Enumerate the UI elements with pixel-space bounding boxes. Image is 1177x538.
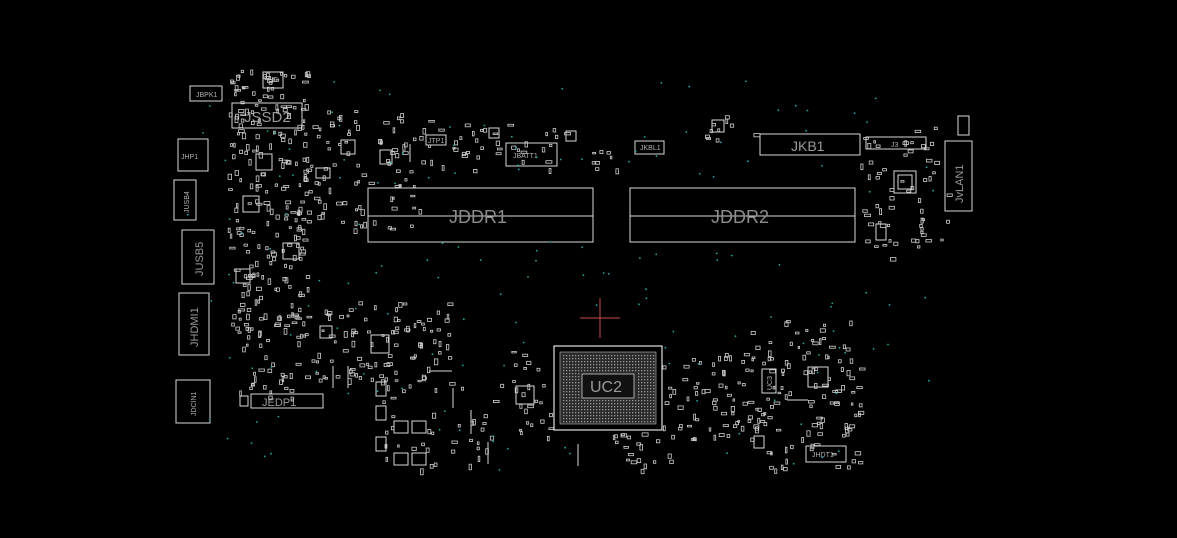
connector-jusb4-label: JUSB4	[184, 191, 191, 213]
connector-jusb5[interactable]: JUSB5	[181, 229, 215, 285]
connector-jvlan1[interactable]: JvLAN1	[944, 140, 973, 212]
chip-uc3[interactable]: UC3	[761, 368, 777, 394]
vias	[186, 80, 934, 471]
connector-jkb1[interactable]: JKB1	[759, 133, 861, 156]
connector-jhdmi1-label: JHDMI1	[189, 307, 201, 347]
connector-jvlan1-label: JvLAN1	[954, 164, 966, 203]
connector-jhdt1[interactable]: JHDT1	[805, 445, 847, 463]
connector-jtp1-label: JTP1	[428, 138, 444, 145]
connector-jusb5-label: JUSB5	[194, 242, 206, 276]
cpu-uc2[interactable]: UC2	[553, 345, 663, 431]
connector-j3[interactable]: J3	[865, 136, 927, 150]
ic-qfn-group	[235, 119, 829, 388]
connector-jbatt1-label: JBATT1	[513, 153, 538, 160]
passive-components	[227, 69, 953, 476]
connector-jbpk1[interactable]: JBPK1	[189, 85, 223, 102]
connector-jhdt1-label: JHDT1	[812, 452, 834, 459]
small-connector-top-right	[957, 115, 970, 136]
long-parts	[332, 144, 808, 466]
memory-slot-jddr2[interactable]: JDDR2	[629, 187, 856, 243]
connector-jedp1[interactable]: JEDP1	[239, 393, 324, 409]
memory-slot-jddr1[interactable]: JDDR1	[367, 187, 594, 243]
connector-jkbl1-label: JKBL1	[640, 145, 661, 152]
cpu-uc2-label: UC2	[590, 379, 622, 396]
connector-jusb4[interactable]: JUSB4	[173, 179, 197, 221]
cpu-crosshair-marker	[580, 298, 620, 338]
connector-jhp1[interactable]: JHP1	[177, 138, 209, 172]
connector-jssd2-label: JSSD2	[244, 109, 291, 126]
connector-j3-label: J3	[891, 142, 899, 149]
ic-lan-controller	[893, 170, 917, 194]
connector-jhp1-label: JHP1	[181, 154, 198, 161]
connector-jdcin1-label: JDCIN1	[191, 391, 198, 416]
connector-jbpk1-label: JBPK1	[196, 92, 218, 99]
memory-slot-jddr2-label: JDDR2	[711, 207, 769, 227]
connector-jbatt1[interactable]: JBATT1	[505, 142, 558, 167]
ic-top-left-label: UC	[268, 77, 278, 84]
memory-slot-jddr1-label: JDDR1	[449, 207, 507, 227]
chip-uc3-label: UC3	[767, 376, 774, 390]
ic-top-left: UC	[262, 71, 284, 89]
connector-jtp1[interactable]: JTP1	[425, 134, 447, 146]
connector-jhdmi1[interactable]: JHDMI1	[178, 292, 210, 356]
connector-jkb1-label: JKB1	[791, 138, 825, 154]
connector-jdcin1[interactable]: JDCIN1	[175, 379, 211, 424]
cpu-ball-grid	[563, 355, 655, 423]
connector-jkbl1[interactable]: JKBL1	[634, 140, 665, 155]
